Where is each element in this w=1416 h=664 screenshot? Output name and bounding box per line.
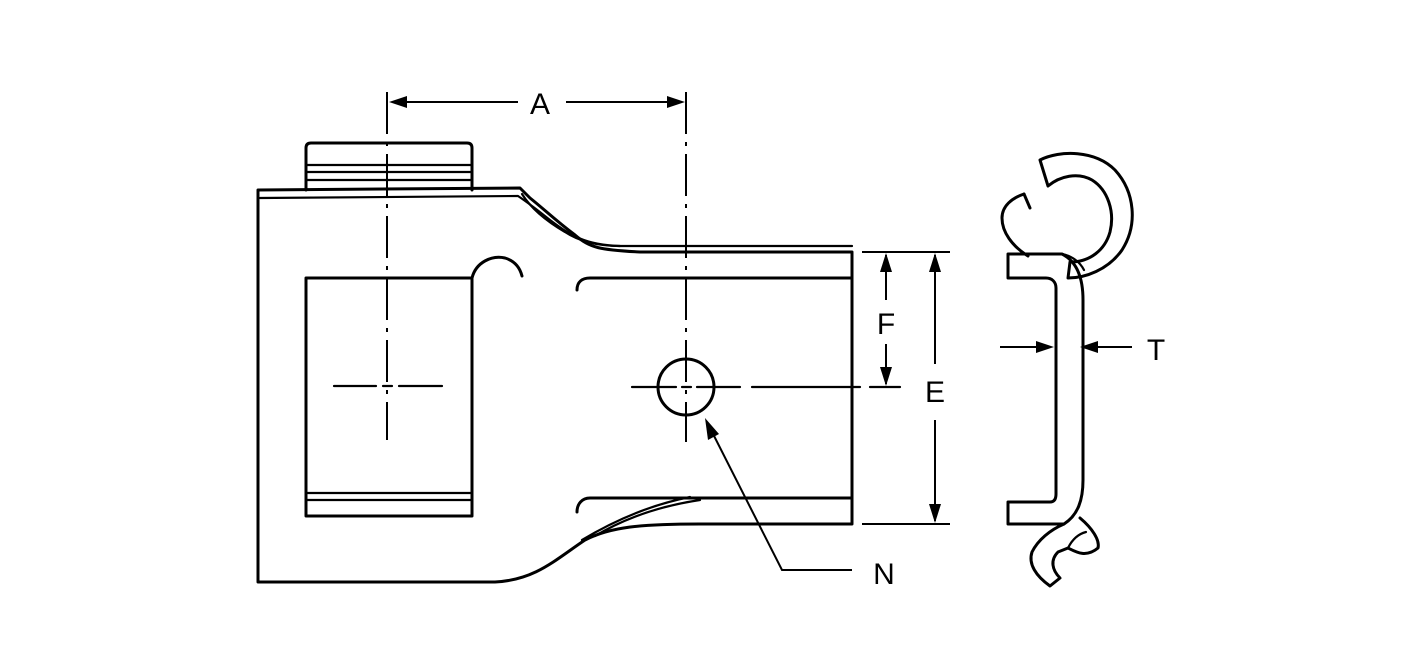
- barrel-window: [304, 276, 474, 518]
- dimension-f: [862, 251, 900, 386]
- dimension-t: [1000, 341, 1132, 353]
- label-n: N: [873, 558, 895, 591]
- leader-n: [705, 418, 852, 571]
- lower-flange-line: [575, 496, 854, 514]
- side-view: [256, 141, 854, 584]
- label-a: A: [530, 88, 550, 121]
- upper-flange-line: [575, 276, 854, 292]
- end-view: [1000, 151, 1134, 588]
- centerlines: [332, 92, 902, 442]
- bushing-head: [304, 141, 474, 192]
- lower-hook: [1029, 516, 1100, 588]
- plate-outline: [256, 186, 854, 584]
- label-t: T: [1147, 334, 1165, 367]
- upper-hook: [1038, 151, 1134, 280]
- notch-arc: [470, 255, 524, 280]
- dimension-a: [389, 96, 685, 108]
- dimension-e: [862, 251, 950, 525]
- label-f: F: [877, 308, 895, 341]
- channel-profile: [1006, 252, 1085, 526]
- label-e: E: [925, 376, 945, 409]
